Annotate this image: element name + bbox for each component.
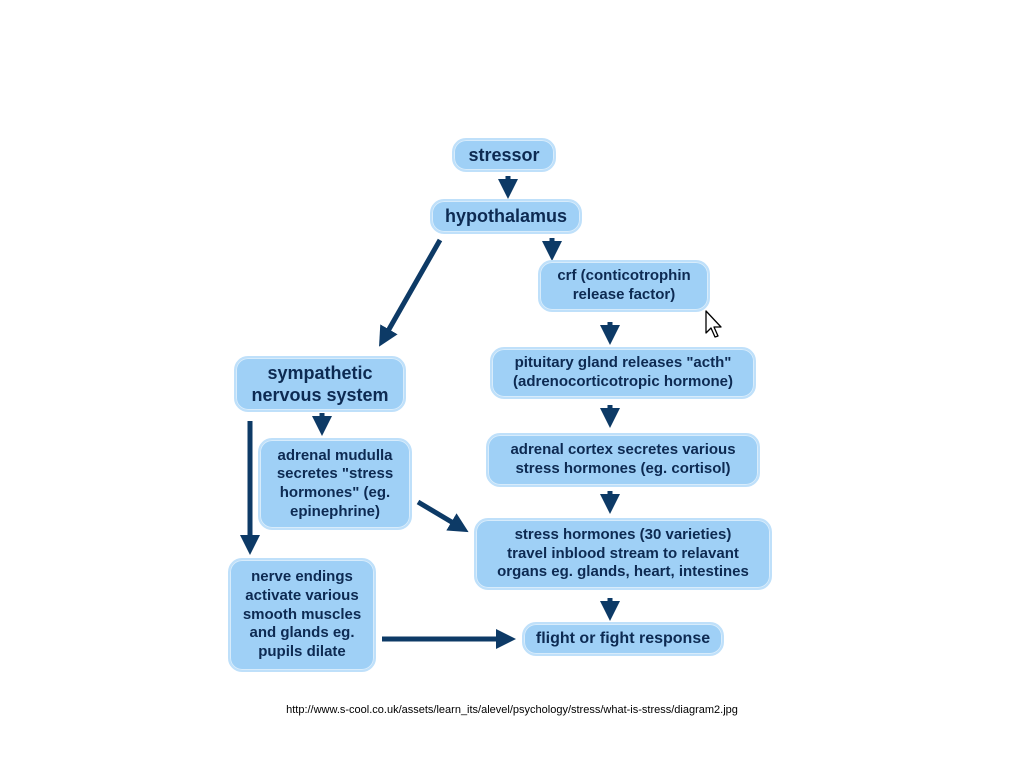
node-pituitary-line-1: pituitary gland releases "acth" <box>514 354 732 372</box>
node-nerve-line-5: pupils dilate <box>258 643 346 661</box>
node-mudulla-line-4: epinephrine) <box>289 502 380 520</box>
node-stresshorm-line-3: organs eg. glands, heart, intestines <box>497 563 749 581</box>
node-flight-or-fight: flight or fight response <box>522 622 724 656</box>
node-pituitary-line-2: (adrenocorticotropic hormone) <box>512 373 733 390</box>
node-stressor-label: stressor <box>468 144 540 165</box>
node-pituitary-gland: pituitary gland releases "acth" (adrenoc… <box>490 347 756 399</box>
node-stress-hormones: stress hormones (30 varieties) travel in… <box>474 518 772 590</box>
node-cortex-line-2: stress hormones (eg. cortisol) <box>515 460 731 477</box>
node-nerve-line-4: and glands eg. <box>249 624 355 642</box>
node-nerve-line-1: nerve endings <box>251 568 353 586</box>
node-adrenal-mudulla: adrenal mudulla secretes "stress hormone… <box>258 438 412 530</box>
node-cortex-line-1: adrenal cortex secretes various <box>510 441 736 459</box>
node-mudulla-line-2: secretes "stress <box>276 465 394 483</box>
node-nerve-endings: nerve endings activate various smooth mu… <box>228 558 376 672</box>
node-crf-line-2: release factor) <box>572 286 676 303</box>
node-hypothalamus-label: hypothalamus <box>444 206 568 227</box>
node-crf: crf (conticotrophin release factor) <box>538 260 710 312</box>
node-sympathetic-line-2: nervous system <box>251 385 389 405</box>
node-mudulla-line-1: adrenal mudulla <box>277 446 393 464</box>
node-sympathetic-line-1: sympathetic <box>267 362 373 383</box>
node-adrenal-cortex: adrenal cortex secretes various stress h… <box>486 433 760 487</box>
arrow-mudulla-to-stresshormones <box>416 499 469 533</box>
node-nerve-line-2: activate various <box>245 586 359 604</box>
node-sympathetic-nervous-system: sympathetic nervous system <box>234 356 406 412</box>
node-mudulla-line-3: hormones" (eg. <box>279 484 391 501</box>
node-stressor: stressor <box>452 138 556 172</box>
node-hypothalamus: hypothalamus <box>430 199 582 234</box>
mouse-pointer-icon <box>705 310 722 338</box>
node-stresshorm-line-1: stress hormones (30 varieties) <box>514 525 732 543</box>
node-stresshorm-line-2: travel inblood stream to relavant <box>507 544 739 562</box>
arrow-hypothalamus-to-sympathetic <box>379 238 443 347</box>
node-nerve-line-3: smooth muscles <box>242 605 362 623</box>
node-flight-label: flight or fight response <box>535 630 711 647</box>
source-url-caption: http://www.s-cool.co.uk/assets/learn_its… <box>286 704 738 716</box>
node-crf-line-1: crf (conticotrophin <box>557 267 691 285</box>
